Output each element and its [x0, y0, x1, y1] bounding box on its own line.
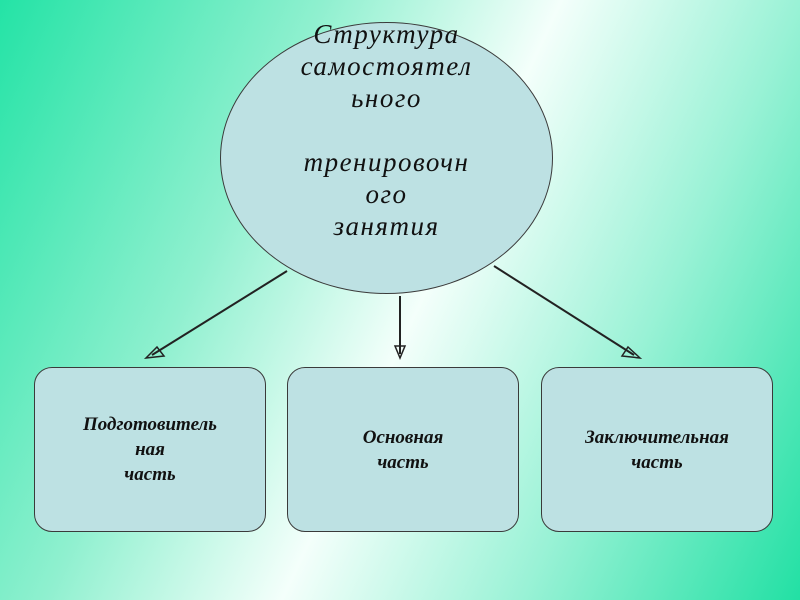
arrowhead-main [393, 345, 407, 360]
central-ellipse [220, 22, 553, 294]
part-label-preparatory: Подготовитель ная часть [83, 414, 217, 485]
part-box-final: Заключительная часть [541, 367, 773, 532]
arrow-to-preparatory [151, 270, 288, 356]
part-box-main: Основная часть [287, 367, 519, 532]
diagram-title: Структура самостоятел ьного тренировочн … [300, 19, 473, 241]
arrow-to-final [493, 265, 635, 356]
arrowhead-preparatory [143, 345, 166, 359]
part-label-final: Заключительная часть [585, 426, 729, 473]
arrowhead-final [620, 345, 643, 359]
part-label-main: Основная часть [362, 426, 444, 473]
part-box-preparatory: Подготовитель ная часть [34, 367, 266, 532]
